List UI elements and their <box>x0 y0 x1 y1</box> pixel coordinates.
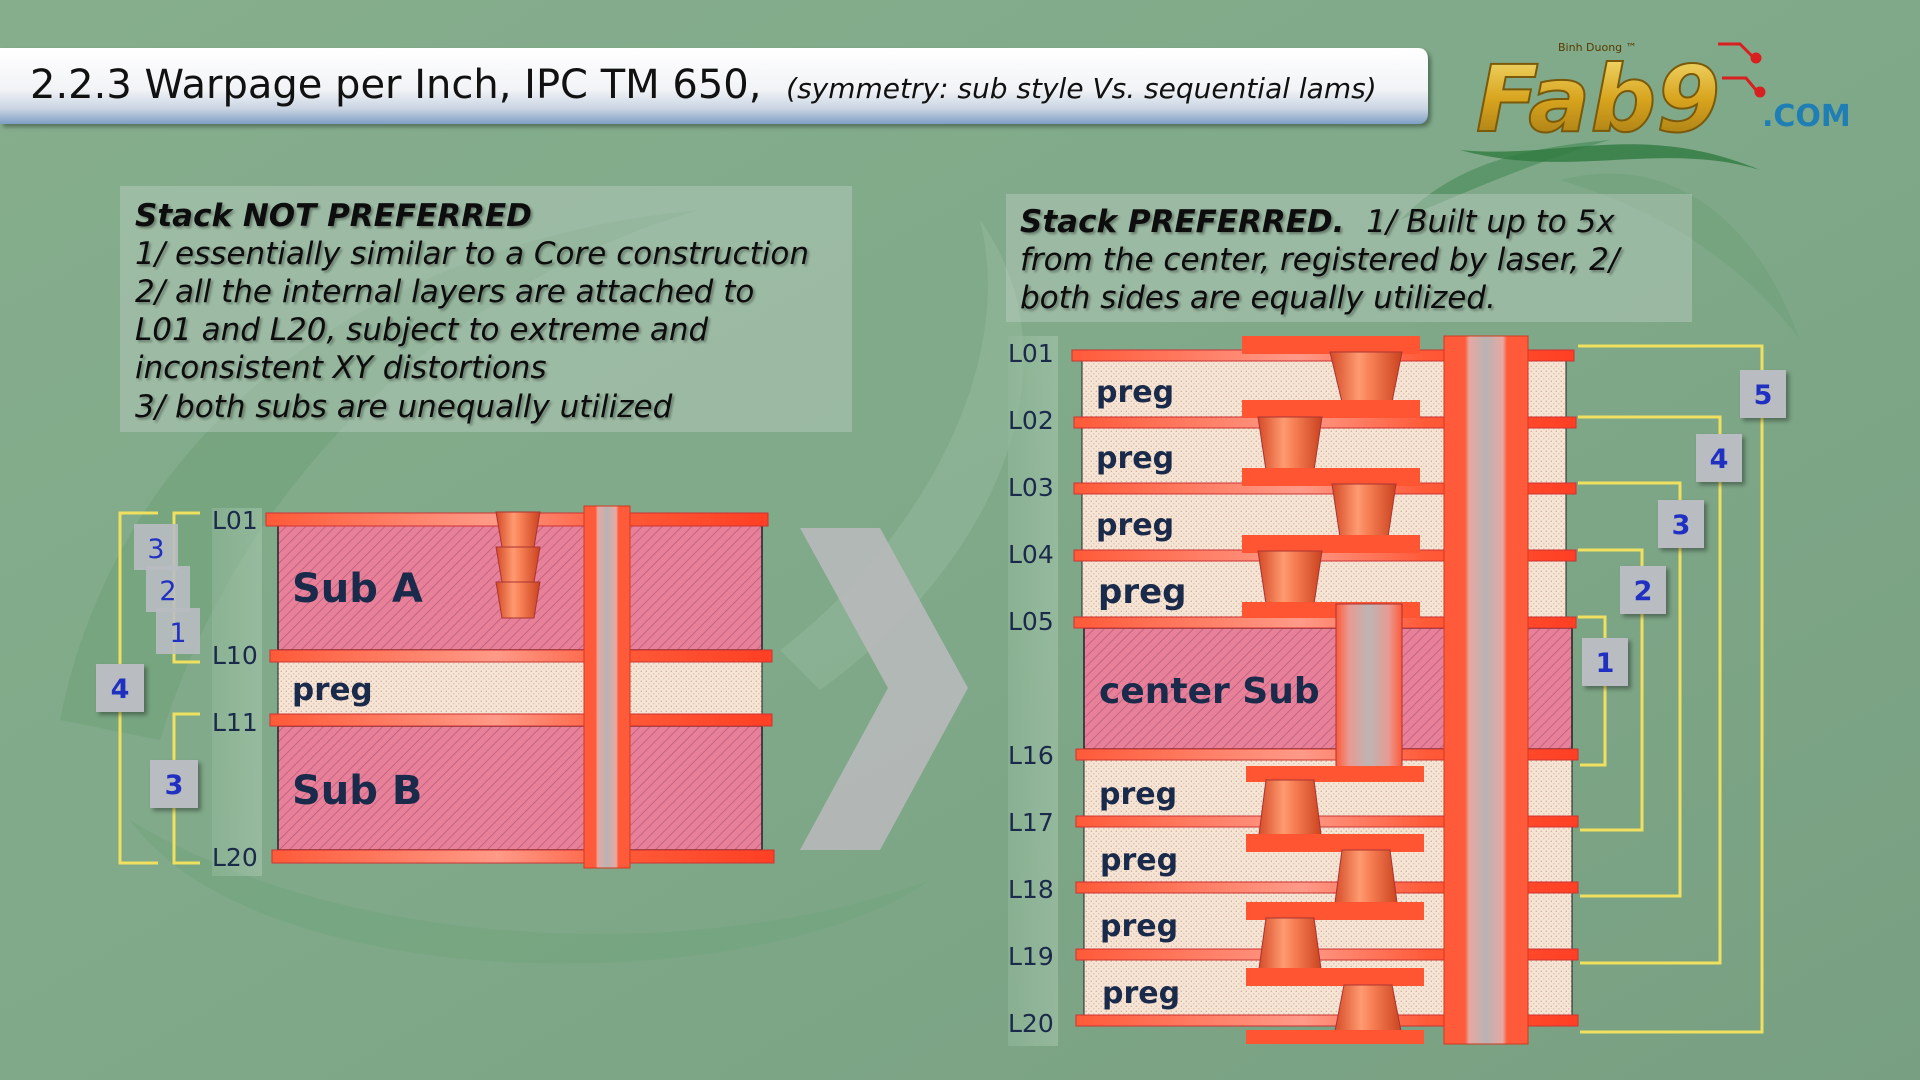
right-block-labels: preg preg preg preg center Sub preg preg… <box>1096 375 1320 1011</box>
step-box <box>146 566 190 612</box>
step-number: 2 <box>1634 576 1653 607</box>
right-text-panel <box>1006 194 1692 322</box>
step-number: 3 <box>1672 510 1691 541</box>
preg-label: preg <box>1098 572 1187 612</box>
step-box <box>1696 434 1742 482</box>
stacked-microvias <box>495 511 541 619</box>
left-line: 2/ all the internal layers are attached … <box>135 274 754 310</box>
right-heading: Stack PREFERRED. <box>1020 204 1344 240</box>
layer-label: L01 <box>1008 339 1054 368</box>
copper-layer-L20 <box>271 849 775 864</box>
copper-layer-L16 <box>1075 748 1579 761</box>
layer-label: L10 <box>212 641 258 670</box>
left-step-boxes: 3 2 1 4 3 <box>96 524 200 808</box>
right-line: 1/ Built up to 5x <box>1366 204 1615 240</box>
layer-label: L19 <box>1008 942 1054 971</box>
copper-layer-L20 <box>1075 1014 1579 1027</box>
step-box <box>156 608 200 654</box>
right-text-block: Stack PREFERRED. 1/ Built up to 5x from … <box>1020 204 1623 316</box>
copper-layer-L11 <box>269 713 773 727</box>
step-number: 3 <box>165 770 184 801</box>
preg-label: preg <box>1099 777 1177 812</box>
slide-title-note: (symmetry: sub style Vs. sequential lams… <box>786 72 1376 105</box>
sub-b-label: Sub B <box>292 768 422 814</box>
preg-label: preg <box>1096 375 1174 410</box>
right-copper-layers <box>1071 349 1579 1027</box>
layer-label: L03 <box>1008 473 1054 502</box>
preg-label: preg <box>1096 508 1174 543</box>
layer-label: L01 <box>212 506 258 535</box>
logo-word: Fab9 <box>1476 46 1720 153</box>
left-text-block: Stack NOT PREFERRED 1/ essentially simil… <box>135 198 809 425</box>
left-stack: L01 L10 L11 L20 Sub A preg Sub B 3 2 1 <box>96 505 775 876</box>
left-preg-label: preg <box>292 672 373 708</box>
logo-small-text: Binh Duong ™ <box>1558 41 1637 54</box>
right-line: both sides are equally utilized. <box>1020 280 1496 316</box>
step-number: 2 <box>159 576 176 607</box>
circuit-icon <box>1718 42 1766 98</box>
right-label-strip <box>1008 336 1058 1046</box>
step-box <box>1740 370 1786 418</box>
center-sub-label: center Sub <box>1099 671 1320 712</box>
chevron-arrow-icon <box>800 528 968 850</box>
copper-layer-L10 <box>269 649 773 663</box>
left-layer-labels: L01 L10 L11 L20 <box>212 506 258 872</box>
step-number: 3 <box>147 534 164 565</box>
layer-label: L16 <box>1008 741 1054 770</box>
step-number: 1 <box>1596 648 1615 679</box>
right-line: from the center, registered by laser, 2/ <box>1020 242 1623 278</box>
right-brackets <box>1578 344 1764 1034</box>
layer-label: L05 <box>1008 607 1054 636</box>
layer-label: L18 <box>1008 875 1054 904</box>
copper-layer-L19 <box>1075 948 1579 961</box>
logo-domain: .COM <box>1762 99 1851 134</box>
right-through-hole <box>1443 335 1529 1045</box>
step-number: 1 <box>169 618 186 649</box>
preg-label: preg <box>1100 909 1178 944</box>
layer-label: L11 <box>212 708 258 737</box>
layer-label: L17 <box>1008 808 1054 837</box>
left-line: L01 and L20, subject to extreme and <box>135 312 709 348</box>
right-layer-labels: L01 L02 L03 L04 L05 L16 L17 L18 L19 L20 <box>1008 339 1054 1038</box>
right-step-boxes: 5 4 3 2 1 <box>1582 370 1786 686</box>
left-heading: Stack NOT PREFERRED <box>135 198 532 234</box>
step-box <box>134 524 178 570</box>
left-line: 1/ essentially similar to a Core constru… <box>135 236 809 272</box>
left-line: inconsistent XY distortions <box>135 350 547 386</box>
step-box <box>1620 566 1666 614</box>
layer-label: L04 <box>1008 540 1054 569</box>
sub-a-label: Sub A <box>292 566 423 612</box>
right-line-1: Stack PREFERRED. 1/ Built up to 5x <box>1020 204 1615 240</box>
step-box <box>150 760 198 808</box>
right-microvias <box>1242 336 1424 1044</box>
slide-title-main: 2.2.3 Warpage per Inch, IPC TM 650, <box>30 62 761 108</box>
step-number: 4 <box>1710 444 1729 475</box>
step-number: 4 <box>111 674 130 705</box>
step-box <box>1658 500 1704 548</box>
layer-label: L20 <box>212 843 258 872</box>
preg-label: preg <box>1100 843 1178 878</box>
title-bar <box>0 48 1428 124</box>
left-block-labels: Sub A preg Sub B <box>292 566 423 814</box>
layer-label: L02 <box>1008 406 1054 435</box>
preg-label: preg <box>1096 441 1174 476</box>
slide-title: 2.2.3 Warpage per Inch, IPC TM 650, (sym… <box>30 62 1377 108</box>
copper-layer-L18 <box>1075 881 1579 894</box>
left-text-panel <box>120 186 852 432</box>
layer-label: L20 <box>1008 1009 1054 1038</box>
right-stack: L01 L02 L03 L04 L05 L16 L17 L18 L19 L20 … <box>1008 335 1786 1046</box>
step-number: 5 <box>1754 380 1773 411</box>
step-box <box>1582 638 1628 686</box>
step-box <box>96 664 144 712</box>
left-through-hole <box>583 505 631 869</box>
left-preg-block <box>277 661 763 715</box>
left-line: 3/ both subs are unequally utilized <box>135 389 673 425</box>
fab9-logo: Fab9 Binh Duong ™ .COM <box>1460 41 1851 170</box>
preg-label: preg <box>1102 976 1180 1011</box>
sub-b-block <box>277 725 763 851</box>
left-label-strip <box>212 508 262 876</box>
copper-layer-L17 <box>1075 815 1579 828</box>
